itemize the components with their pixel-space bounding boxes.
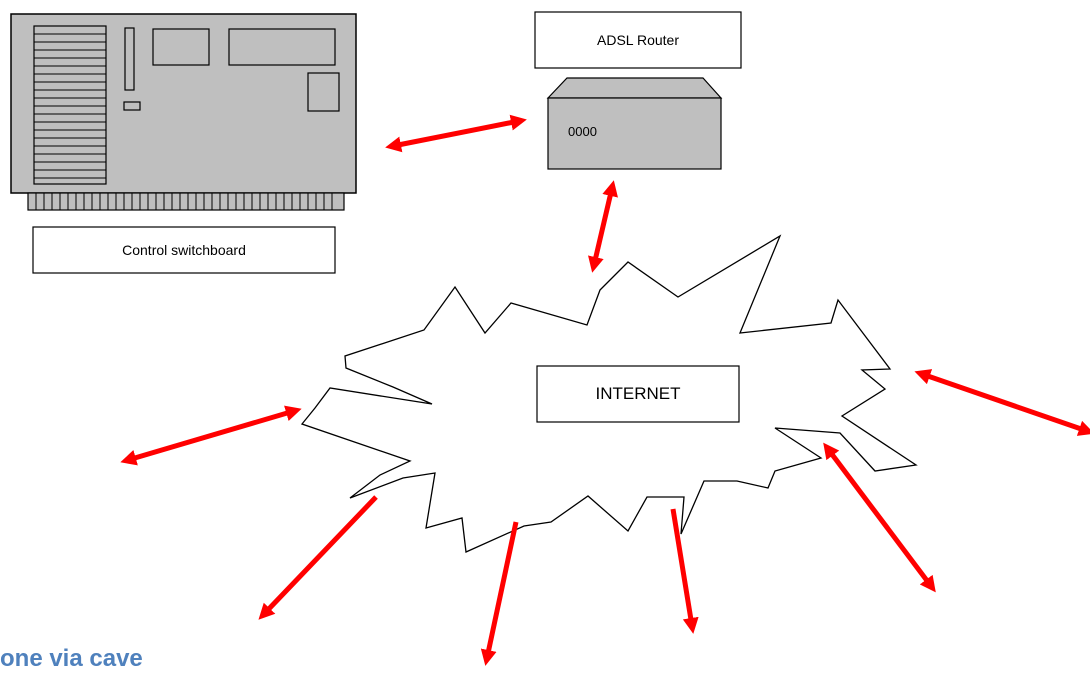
switchboard-card-slots (33, 25, 107, 185)
switchboard-panel-c (307, 72, 340, 112)
arrow-bottom-right (823, 442, 936, 593)
arrow-left (120, 405, 302, 466)
switchboard-slot-bar (124, 27, 135, 91)
switchboard-label-box: Control switchboard (32, 226, 336, 274)
router-label: ADSL Router (597, 32, 679, 48)
arrow-bottom-left (258, 495, 378, 620)
router-device: 0000 (546, 77, 723, 170)
switchboard-panel-b (228, 28, 336, 66)
switchboard-device (10, 13, 357, 211)
router-label-box: ADSL Router (534, 11, 742, 69)
arrow-bottom-center-left (480, 521, 519, 666)
arrow-right (914, 369, 1090, 436)
arrow-router-internet (588, 180, 618, 273)
switchboard-connector-pins (27, 192, 345, 211)
arrow-bottom-center-right (670, 508, 699, 634)
switchboard-label: Control switchboard (122, 242, 246, 258)
switchboard-led (123, 101, 141, 111)
internet-label-box: INTERNET (536, 365, 740, 423)
internet-label: INTERNET (596, 384, 681, 403)
router-leds: 0000 (568, 124, 597, 139)
switchboard-panel-a (152, 28, 210, 66)
partial-heading: one via cave (0, 645, 143, 672)
arrow-switchboard-router (385, 114, 527, 153)
